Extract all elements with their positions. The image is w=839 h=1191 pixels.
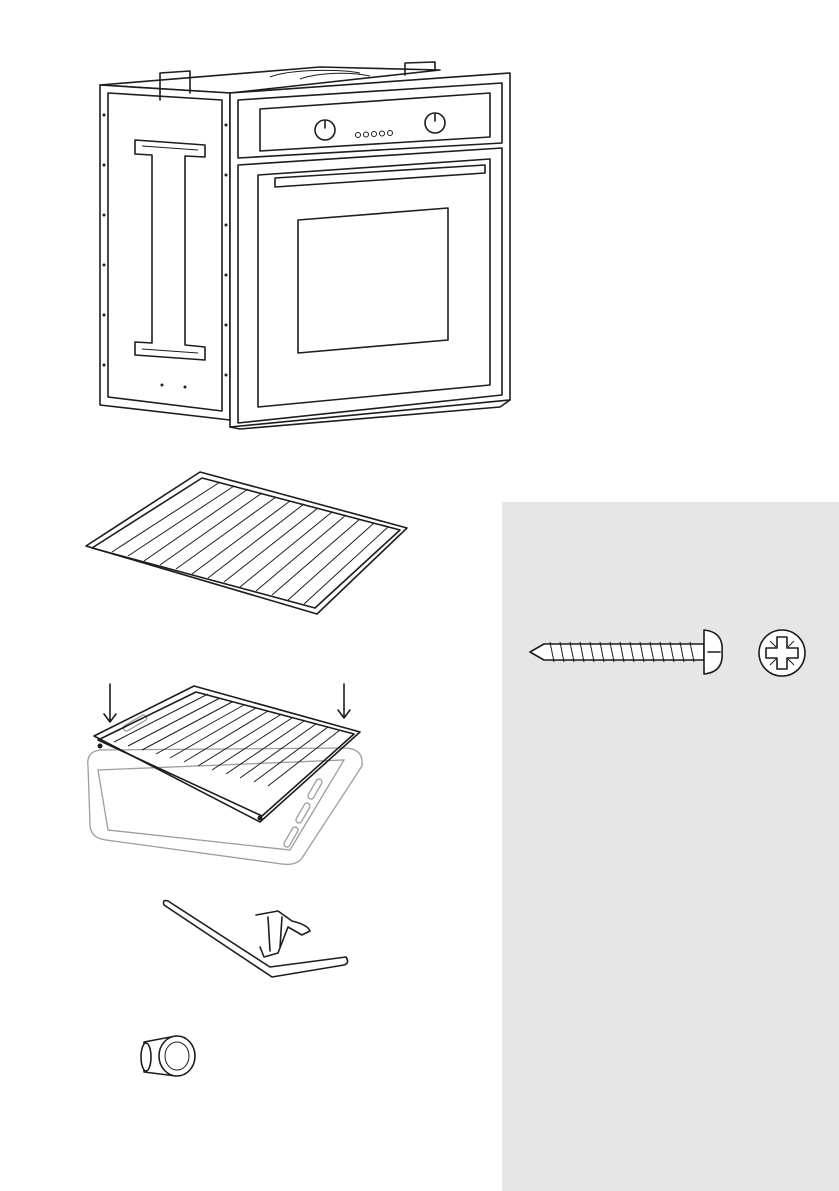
oven-illustration xyxy=(90,55,520,435)
phillips-head-icon xyxy=(759,630,805,676)
wire-support-icon xyxy=(164,901,348,978)
screw-icon xyxy=(530,630,722,674)
tray-with-rack-icon xyxy=(88,684,362,864)
screw-illustration xyxy=(524,622,724,682)
wire-shelf-illustration xyxy=(82,468,412,618)
spacer-illustration xyxy=(134,1028,204,1084)
rack-support-illustration xyxy=(160,895,350,980)
wire-shelf-icon xyxy=(86,472,407,614)
screw-head-illustration xyxy=(756,627,808,679)
oven-icon xyxy=(100,62,510,429)
tray-rack-illustration xyxy=(82,680,382,870)
side-panel xyxy=(502,502,839,1191)
spacer-icon xyxy=(141,1036,195,1076)
